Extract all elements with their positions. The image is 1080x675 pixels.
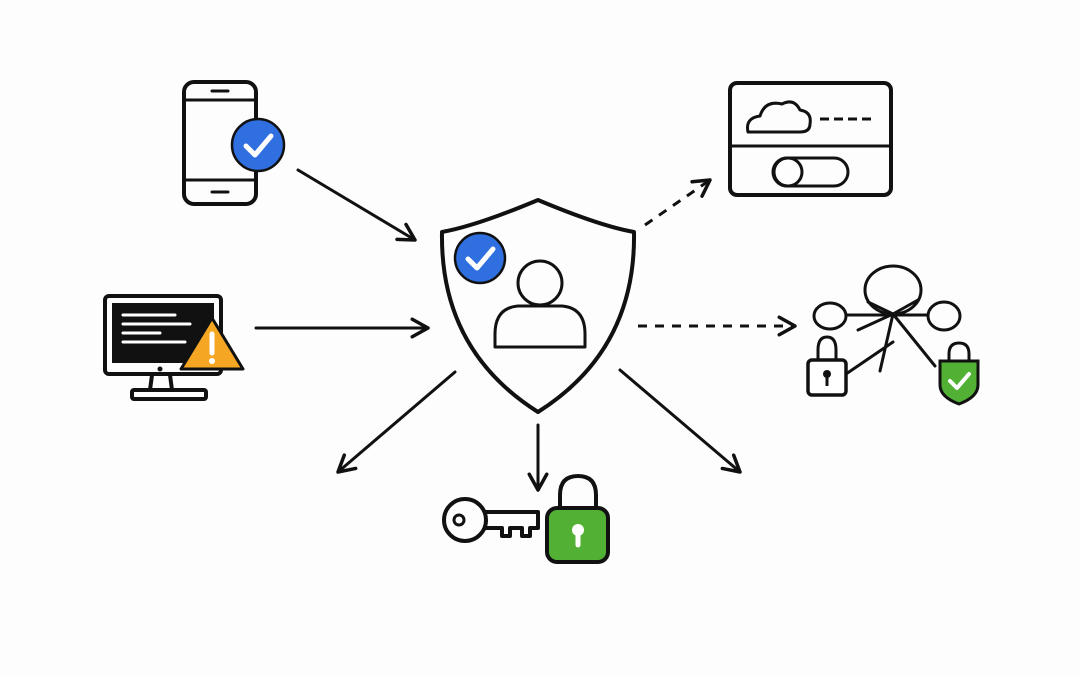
- arrow-mobile-to-shield: [296, 168, 417, 242]
- screen-text-lines: [121, 313, 192, 344]
- secure-check-lock-icon: [938, 341, 980, 406]
- padlock-open-green-icon: [545, 474, 610, 564]
- verified-check-badge-icon: [453, 231, 507, 285]
- arrow-shield-to-cloud-panel: [644, 178, 712, 227]
- key-icon: [442, 497, 540, 543]
- cloud-icon: [746, 100, 812, 134]
- user-icon: [493, 259, 587, 349]
- arrow-shield-to-lower-left: [336, 370, 457, 474]
- panel-frame: [728, 81, 893, 197]
- monitor-warning-icon: [103, 294, 245, 401]
- network-node-main: [863, 264, 923, 316]
- smartphone-verified-icon: [182, 80, 286, 206]
- arrow-shield-to-lower-right: [618, 368, 742, 474]
- monitor-stand: [130, 388, 208, 401]
- toggle-switch-icon: [771, 156, 850, 188]
- shield-user-verified-icon: [439, 198, 637, 414]
- verified-check-badge-icon: [230, 117, 286, 173]
- padlock-icon: [806, 335, 848, 397]
- network-node-right: [926, 300, 962, 332]
- network-lock-icon: [806, 264, 980, 406]
- network-node-left: [812, 301, 848, 331]
- shield-outline: [439, 198, 637, 414]
- cloud-settings-panel-icon: [728, 81, 893, 197]
- key-and-padlock-icon: [442, 474, 610, 564]
- warning-triangle-icon: [179, 316, 245, 371]
